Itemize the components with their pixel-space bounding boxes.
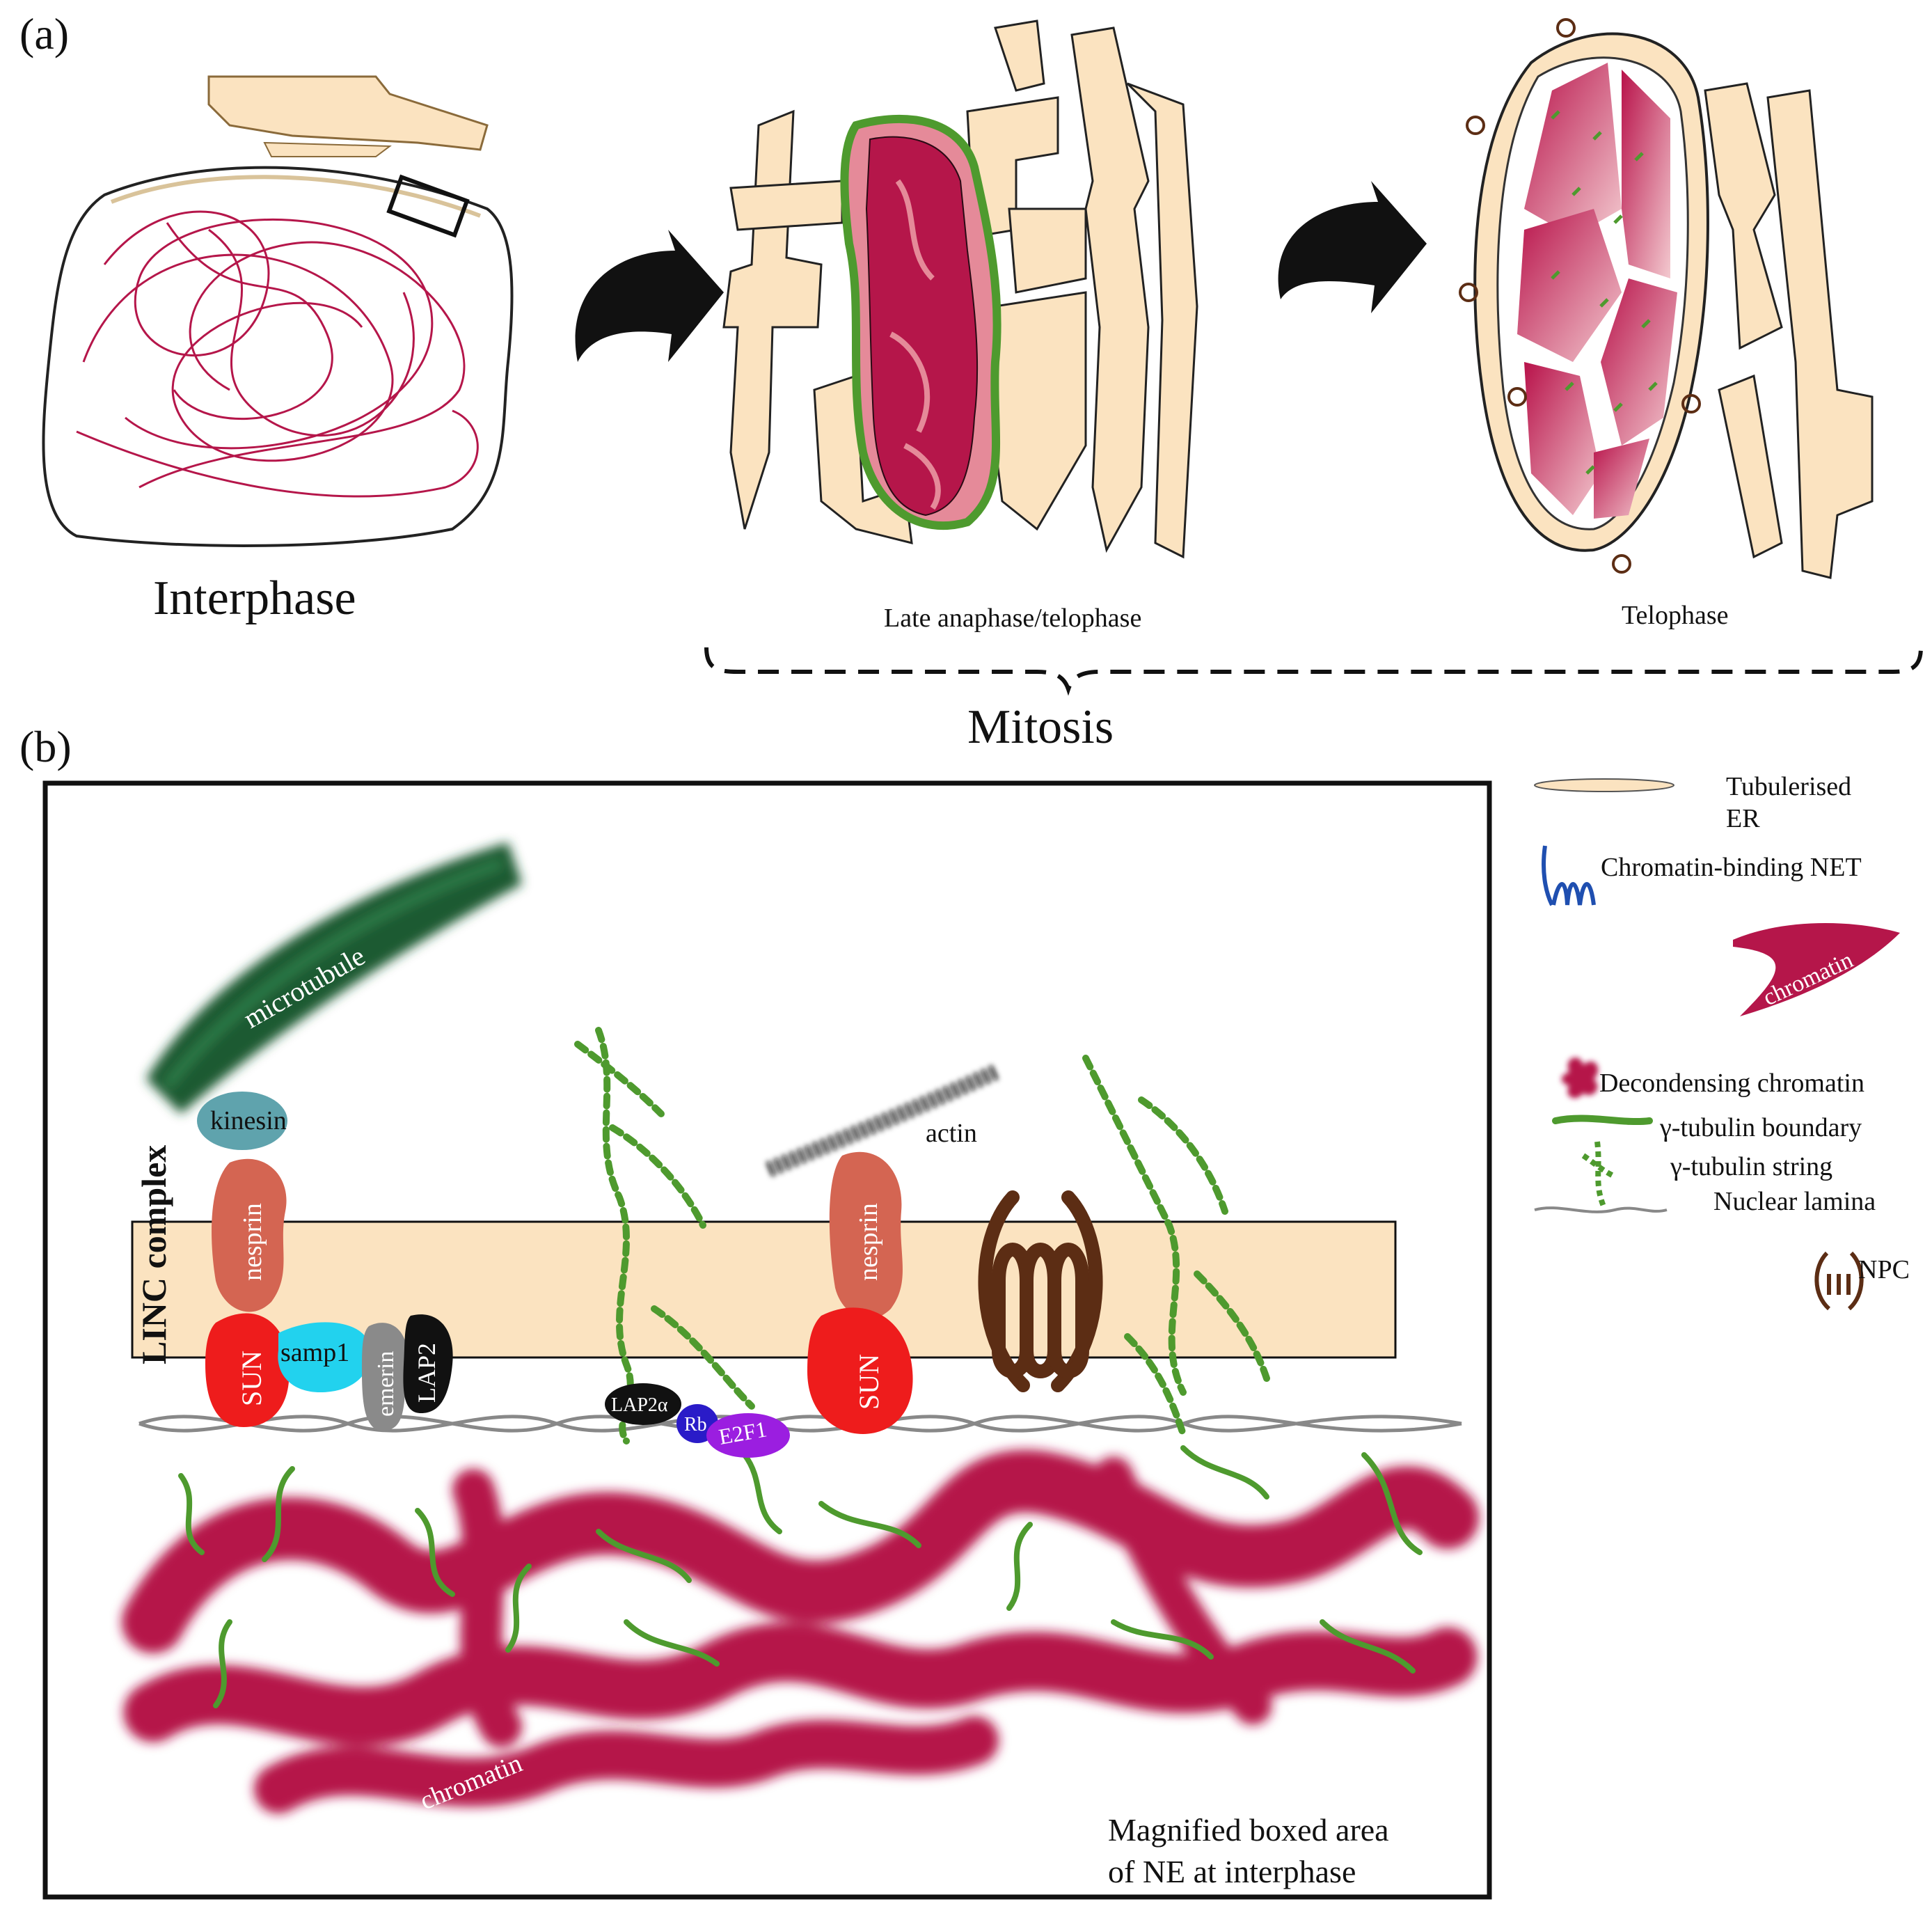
npc — [978, 1190, 1103, 1392]
telophase-npc — [1459, 18, 1701, 574]
microtubule — [146, 842, 522, 1114]
kinesin-label: kinesin — [210, 1106, 287, 1135]
chromatin-mass — [122, 1449, 1479, 1813]
actin-filament — [766, 1065, 999, 1177]
gamma-tubulin-boundary — [178, 1445, 1423, 1708]
sun-left — [205, 1313, 290, 1427]
late-anaphase-label: Late anaphase/telophase — [884, 604, 1142, 633]
sun-right — [807, 1307, 913, 1434]
mitosis-label: Mitosis — [967, 700, 1114, 754]
lap2a-label: LAP2α — [611, 1394, 668, 1416]
legend-lamina-label: Nuclear lamina — [1713, 1187, 1876, 1216]
legend-er-swatch — [1534, 778, 1674, 792]
telophase-nucleus — [1473, 32, 1709, 552]
lap2a — [605, 1383, 681, 1425]
interphase-label: Interphase — [153, 572, 356, 625]
nesprin-right-label: nesprin — [854, 1203, 883, 1281]
legend-string-label: γ-tubulin string — [1670, 1152, 1833, 1181]
legend-er-line1: Tubulerised — [1726, 772, 1852, 801]
legend-net-label: Chromatin-binding NET — [1601, 853, 1862, 882]
caption-line-1: Magnified boxed area — [1108, 1812, 1389, 1848]
legend-npc-icon — [1814, 1251, 1864, 1311]
telophase-label: Telophase — [1622, 601, 1729, 630]
interphase-er — [207, 75, 489, 157]
magnification-box — [386, 174, 470, 238]
arrow-2-icon — [1278, 181, 1427, 313]
lap2-label: LAP2 — [413, 1343, 441, 1403]
rb-label: Rb — [684, 1414, 707, 1435]
emerin — [362, 1323, 408, 1431]
legend-boundary-swatch — [1552, 1115, 1653, 1126]
mitosis-bracket — [704, 647, 1923, 696]
legend-chromatin-swatch — [1733, 923, 1900, 1016]
arrow-1-icon — [575, 230, 724, 362]
linc-complex-label: LINC complex — [134, 1145, 173, 1364]
interphase-chromatin — [76, 210, 479, 498]
actin-label: actin — [926, 1119, 977, 1148]
e2f1 — [706, 1413, 790, 1458]
lap2 — [403, 1314, 453, 1413]
nesprin-left — [212, 1158, 287, 1312]
sun-right-label: SUN — [853, 1354, 885, 1410]
emerin-label: emerin — [373, 1351, 399, 1417]
legend-net-icon — [1542, 845, 1596, 906]
late-anaphase-chromatin — [840, 114, 1001, 530]
legend-boundary-label: γ-tubulin boundary — [1660, 1113, 1862, 1142]
legend-npc-label: NPC — [1858, 1255, 1910, 1284]
samp1 — [278, 1322, 370, 1392]
telophase-gamma-tubulin — [1551, 110, 1658, 475]
legend-decondensing-icon — [1561, 1057, 1599, 1099]
legend-decondensing-label: Decondensing chromatin — [1599, 1069, 1864, 1098]
sun-left-label: SUN — [236, 1351, 267, 1406]
samp1-label: samp1 — [280, 1338, 349, 1367]
kinesin — [197, 1092, 287, 1150]
caption-line-2: of NE at interphase — [1108, 1854, 1356, 1889]
late-anaphase-er — [722, 19, 1198, 559]
nesprin-left-label: nesprin — [238, 1203, 267, 1281]
interphase-nucleus — [42, 166, 514, 547]
legend-lamina-swatch — [1534, 1206, 1668, 1213]
nesprin-right — [829, 1151, 903, 1319]
panel-a-label: (a) — [19, 9, 70, 58]
panel-b-label: (b) — [19, 722, 72, 771]
legend-string-swatch — [1581, 1141, 1616, 1209]
telophase-er — [1704, 82, 1874, 579]
legend-er-line2: ER — [1726, 804, 1760, 833]
